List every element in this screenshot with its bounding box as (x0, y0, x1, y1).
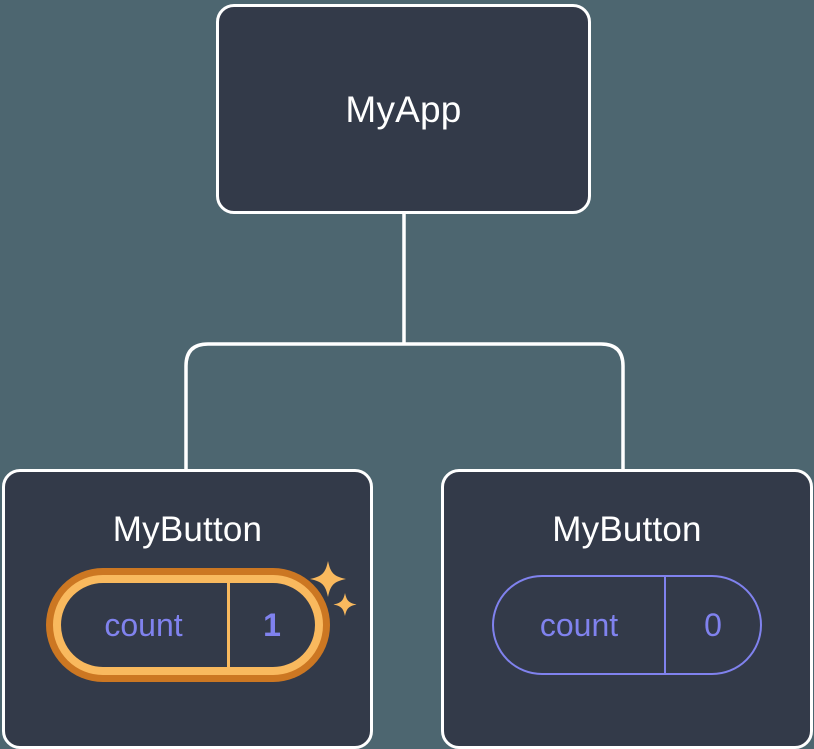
state-pill-wrapper: count 0 (444, 575, 810, 675)
state-pill-wrapper: count 1 (5, 561, 370, 675)
state-key: count (494, 577, 666, 673)
state-value: 1 (263, 607, 281, 643)
state-pill-highlighted[interactable]: count 1 (52, 575, 323, 675)
sparkle-icon (310, 561, 346, 597)
state-key: count (61, 583, 230, 667)
sparkle-icon (333, 593, 357, 616)
node-mybutton-left[interactable]: MyButton count 1 (2, 469, 373, 749)
connector-right-branch (404, 342, 625, 471)
node-title: MyButton (552, 510, 702, 549)
node-mybutton-right[interactable]: MyButton count 0 (441, 469, 813, 749)
node-title: MyApp (345, 88, 462, 130)
node-myapp[interactable]: MyApp (216, 4, 591, 214)
node-title: MyButton (112, 510, 263, 549)
state-pill[interactable]: count 0 (492, 575, 762, 675)
component-tree-diagram: MyApp MyButton count 1 MyButton count 0 (2, 4, 813, 749)
connector-left-branch (184, 342, 404, 471)
state-value: 0 (704, 607, 722, 643)
